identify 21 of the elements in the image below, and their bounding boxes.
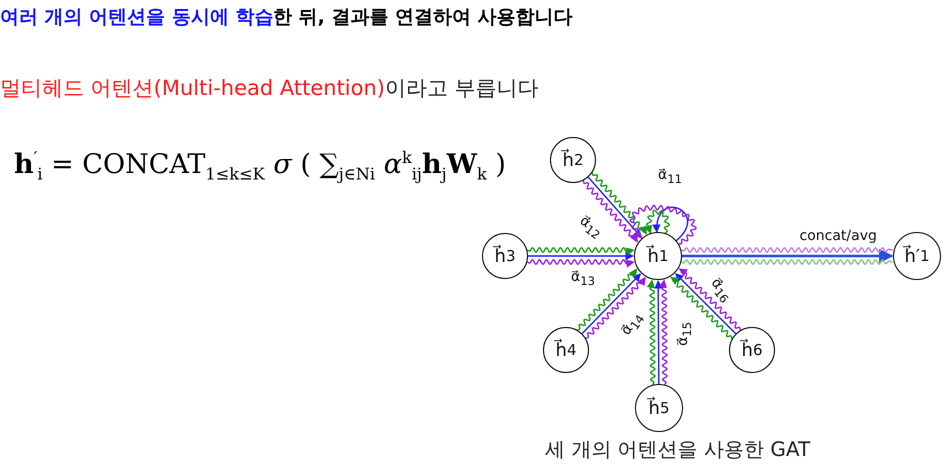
wavy-line [681,258,893,266]
loop-arrow [630,204,697,245]
loop-arrow [644,210,670,234]
formula: h$^{′}$$_{i}$ = CONCAT$_{1≤k≤K}$ σ ( ∑$_{j∈Ni}$ α$^{k}$$_{ij}$h$_{j}$W$_{k}$ ) [14,148,506,184]
heading-text: 여러 개의 어텐션을 동시에 학습 [0,5,274,30]
heading-text: 한 뒤, 결과를 연결하여 사용합니다 [273,5,573,30]
wavy-arrow [526,247,635,256]
wavy-arrow [658,279,668,386]
wavy-arrow [526,259,635,268]
arrow [528,252,634,260]
wavy-arrow [646,279,656,386]
note-text: 이라고 부릅니다 [385,75,539,102]
edge-label: α⃗$_{11}$ [657,168,684,186]
edge-label: concat/avg [798,228,878,244]
wavy-line [681,246,893,254]
arrow [682,248,894,264]
note-text: 멀티헤드 어텐션(Multi-head Attention) [0,75,385,102]
caption: 세 개의 어텐션을 사용한 GAT [545,436,810,463]
loop-arrow [652,206,688,242]
edge-label: α⃗$_{13}$ [570,270,596,288]
arrow [654,280,663,384]
